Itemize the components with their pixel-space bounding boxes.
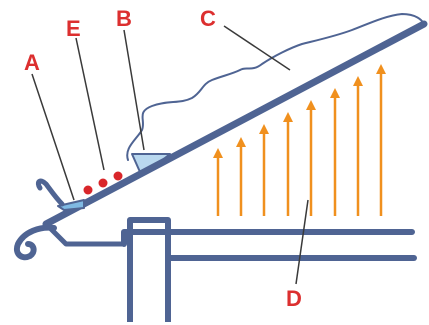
pebble-1 (83, 185, 93, 195)
label-b: B (116, 6, 132, 31)
arrow-up-icon (236, 137, 246, 216)
pebble-3 (113, 171, 123, 181)
snow-layer (126, 13, 425, 161)
gutter-curl (14, 224, 57, 261)
arrow-up-icon (353, 76, 363, 216)
leader-b (123, 29, 145, 151)
roof-deck (42, 20, 428, 228)
eave-bracket (45, 223, 127, 247)
ice-dam-lip (35, 178, 65, 207)
arrow-up-icon (259, 124, 269, 216)
label-d: D (286, 286, 302, 311)
pebble-2 (98, 178, 108, 188)
arrow-up-icon (283, 112, 293, 216)
ice-dam (57, 199, 85, 211)
arrow-up-icon (213, 148, 223, 216)
arrow-up-icon (376, 64, 386, 216)
pebbles (83, 171, 123, 195)
leader-e (75, 37, 105, 171)
leader-d (295, 199, 309, 285)
label-a: A (24, 50, 40, 75)
heat-arrows (213, 64, 386, 216)
leader-a (31, 73, 75, 201)
arrow-up-icon (306, 100, 316, 216)
leader-c (223, 25, 291, 71)
exterior-wall (127, 217, 171, 322)
leader-lines (31, 25, 309, 285)
label-c: C (200, 6, 216, 31)
arrow-up-icon (330, 88, 340, 216)
top-plate (121, 229, 415, 247)
label-e: E (66, 16, 81, 41)
